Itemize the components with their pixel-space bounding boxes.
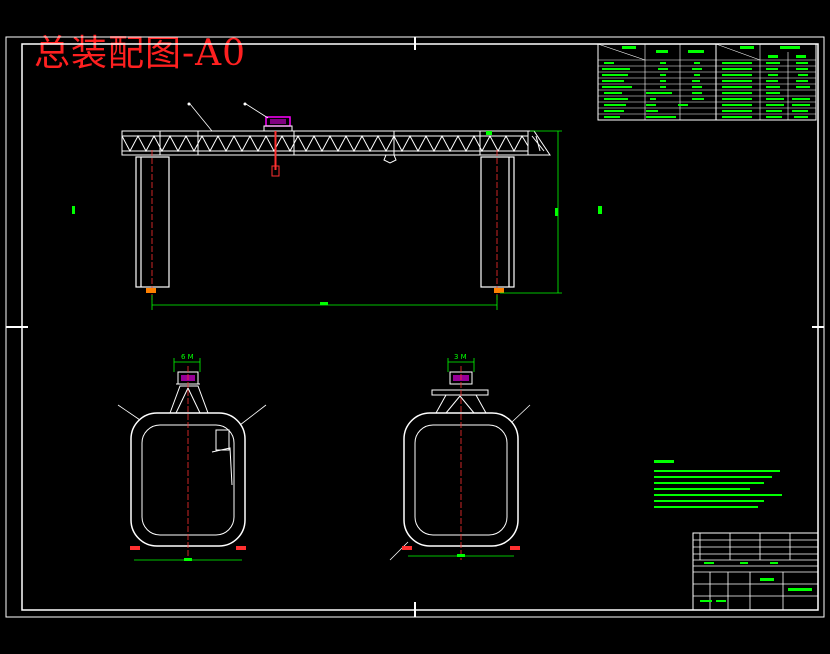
end-view-right: 3 M (389, 353, 531, 561)
support-legs (135, 156, 515, 288)
hoist-trolley (263, 116, 293, 177)
end-view-right-dim: 3 M (454, 353, 467, 361)
title-block (692, 532, 819, 611)
front-dimensions (151, 130, 562, 310)
end-view-left: 6 M (117, 353, 267, 561)
parameter-table (597, 43, 817, 121)
drawing-title: 总装配图-A0 (34, 33, 247, 74)
main-girder-truss (121, 130, 551, 156)
sheet-frame (5, 36, 825, 618)
end-view-left-dim: 6 M (181, 353, 194, 361)
technical-notes (654, 460, 782, 508)
front-elevation-view (72, 102, 602, 310)
